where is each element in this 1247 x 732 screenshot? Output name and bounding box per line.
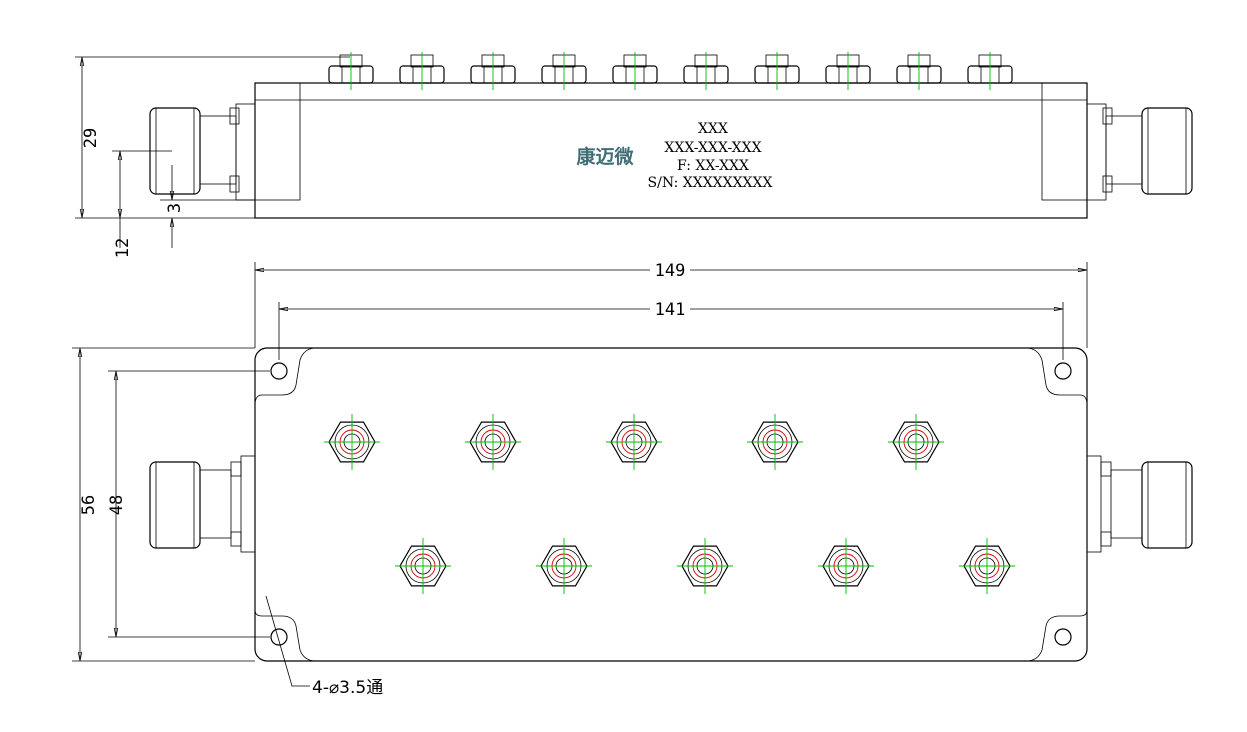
top-housing bbox=[254, 347, 1088, 662]
top-screw bbox=[888, 414, 944, 470]
label-line-3: F: XX-XXX bbox=[677, 158, 749, 174]
side-end-block-right bbox=[1041, 82, 1088, 201]
top-screw bbox=[395, 538, 451, 594]
company-logo: 康迈微 bbox=[576, 145, 634, 168]
top-screw bbox=[536, 538, 592, 594]
top-screw bbox=[324, 414, 380, 470]
side-end-block-left bbox=[254, 82, 301, 201]
top-screw bbox=[747, 414, 803, 470]
top-tuning-screws bbox=[324, 414, 1015, 594]
side-screw bbox=[825, 52, 871, 90]
side-connector-right bbox=[1086, 103, 1193, 201]
label-line-4: S/N: XXXXXXXXX bbox=[648, 175, 773, 191]
mount-hole-bottom-right bbox=[1054, 628, 1072, 646]
top-connector-left bbox=[149, 455, 256, 553]
side-screw bbox=[470, 52, 516, 90]
side-dimensions: 29 12 3 bbox=[75, 56, 350, 258]
mount-hole-bottom-left bbox=[270, 628, 288, 646]
side-screw bbox=[541, 52, 587, 90]
product-label: 康迈微 XXX XXX-XXX-XXX F: XX-XXX S/N: XXXXX… bbox=[576, 121, 772, 191]
note-mounting-holes: 4-⌀3.5通 bbox=[312, 678, 383, 698]
side-connector-left bbox=[149, 103, 256, 201]
side-screw bbox=[967, 52, 1013, 90]
top-screw bbox=[818, 538, 874, 594]
side-tuning-screws bbox=[328, 52, 1013, 90]
top-screw bbox=[465, 414, 521, 470]
top-screw bbox=[959, 538, 1015, 594]
side-screw bbox=[683, 52, 729, 90]
side-screw bbox=[754, 52, 800, 90]
dim-side-offset: 3 bbox=[165, 203, 185, 213]
top-connector-right bbox=[1086, 455, 1193, 553]
mount-hole-top-right bbox=[1054, 362, 1072, 380]
side-screw bbox=[328, 52, 374, 90]
top-screw bbox=[606, 414, 662, 470]
dim-side-height: 29 bbox=[81, 128, 101, 148]
label-line-2: XXX-XXX-XXX bbox=[664, 140, 761, 156]
top-view: 149 141 56 48 4-⌀3.5通 bbox=[72, 261, 1193, 698]
top-screw bbox=[677, 538, 733, 594]
top-lid-outline bbox=[254, 347, 1088, 662]
top-dimensions: 149 141 56 48 4-⌀3.5通 bbox=[72, 261, 1088, 698]
dim-total-width: 56 bbox=[79, 495, 99, 515]
side-screw bbox=[896, 52, 942, 90]
dim-hole-spacing-y: 48 bbox=[107, 495, 127, 515]
side-screw bbox=[399, 52, 445, 90]
dim-side-connector-height: 12 bbox=[113, 238, 133, 258]
dim-total-length: 149 bbox=[655, 261, 686, 281]
mount-hole-top-left bbox=[270, 362, 288, 380]
side-screw bbox=[612, 52, 658, 90]
dim-hole-spacing-x: 141 bbox=[655, 300, 686, 320]
label-line-1: XXX bbox=[698, 121, 728, 137]
side-view: 康迈微 XXX XXX-XXX-XXX F: XX-XXX S/N: XXXXX… bbox=[75, 52, 1193, 258]
